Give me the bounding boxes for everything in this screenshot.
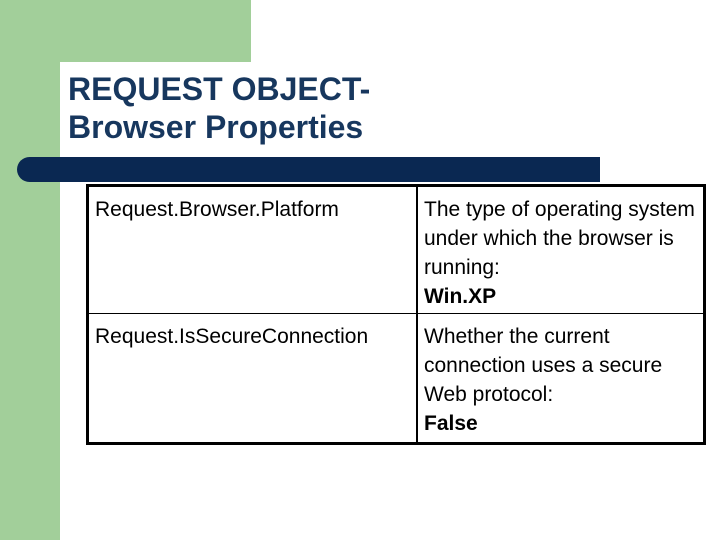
title-panel — [60, 62, 720, 158]
title-rule-bar — [17, 157, 600, 182]
property-description-cell: Whether the current connection uses a se… — [417, 314, 705, 444]
property-name-cell: Request.IsSecureConnection — [87, 313, 418, 444]
property-value: False — [424, 412, 478, 435]
properties-table: Request.Browser.Platform The type of ope… — [86, 184, 706, 445]
property-name-cell: Request.Browser.Platform — [87, 185, 418, 314]
property-value: Win.XP — [424, 285, 497, 308]
property-description: The type of operating system under which… — [424, 198, 695, 279]
green-side-bar — [0, 0, 60, 540]
green-corner-block — [60, 0, 251, 62]
slide-title: REQUEST OBJECT- Browser Properties — [68, 70, 370, 146]
slide-title-line-1: REQUEST OBJECT- — [68, 71, 371, 107]
table-row: Request.IsSecureConnection Whether the c… — [87, 313, 705, 444]
table-row: Request.Browser.Platform The type of ope… — [87, 185, 705, 314]
property-description: Whether the current connection uses a se… — [424, 325, 663, 406]
slide-title-line-2: Browser Properties — [68, 109, 364, 145]
property-description-cell: The type of operating system under which… — [417, 185, 705, 314]
